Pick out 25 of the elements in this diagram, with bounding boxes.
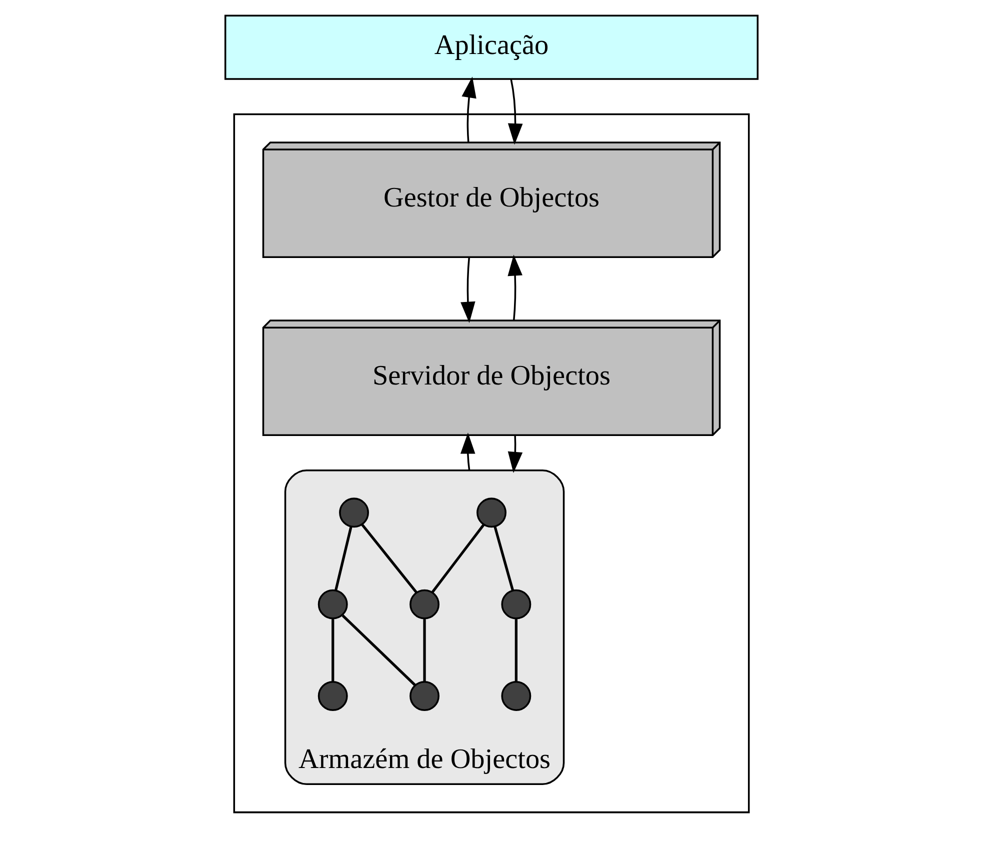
node-circle xyxy=(410,681,440,711)
arrow xyxy=(508,254,522,320)
connector xyxy=(361,524,418,594)
cluster xyxy=(233,113,750,814)
connector xyxy=(334,526,352,591)
node-circle xyxy=(339,498,369,528)
arrow xyxy=(508,79,523,145)
arrow xyxy=(508,435,523,474)
node-circle xyxy=(410,589,440,620)
node-box: Aplicação xyxy=(224,14,759,80)
arrow xyxy=(460,432,476,470)
node-circle xyxy=(318,681,348,711)
connector xyxy=(342,614,416,686)
cluster: Armazém de Objectos xyxy=(284,469,565,785)
node-circle xyxy=(501,589,532,620)
connector xyxy=(332,619,334,682)
connector xyxy=(423,619,426,682)
connector xyxy=(514,619,518,682)
arrow xyxy=(462,76,476,142)
connector xyxy=(431,524,485,593)
node-circle xyxy=(318,589,348,620)
connector xyxy=(494,526,514,591)
node-circle xyxy=(501,681,532,711)
arrow xyxy=(460,257,476,323)
node-circle xyxy=(476,498,506,528)
